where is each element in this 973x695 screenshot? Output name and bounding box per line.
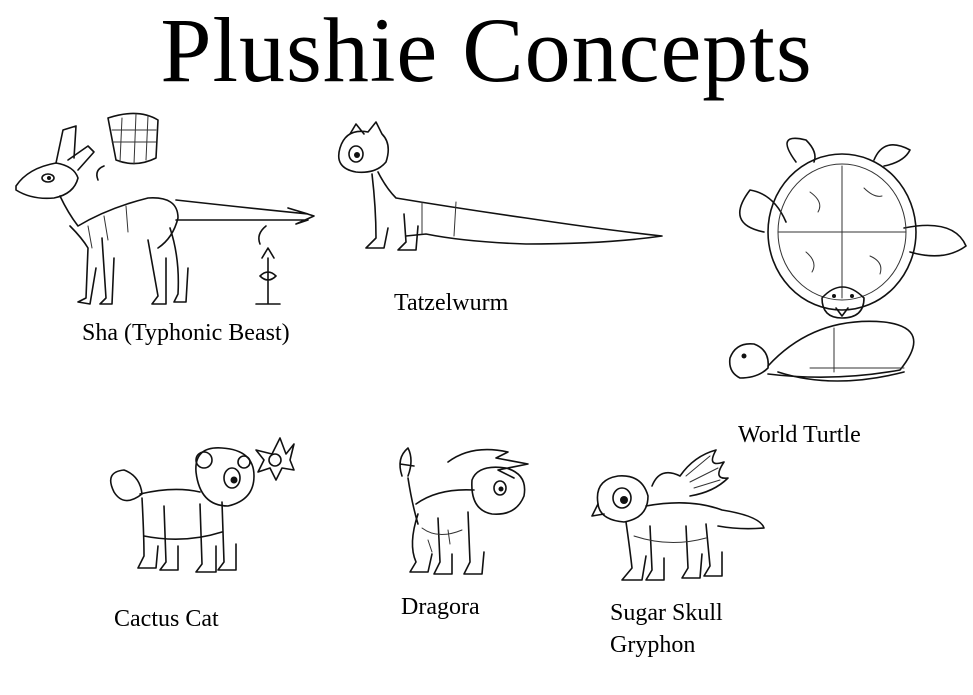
- concept-label-cactus-cat: Cactus Cat: [114, 606, 219, 632]
- concept-label-gryphon-line1: Sugar Skull: [610, 600, 723, 626]
- turtle-sketch: [714, 132, 972, 412]
- concept-label-tatzelwurm: Tatzelwurm: [394, 290, 509, 316]
- concept-label-sha: Sha (Typhonic Beast): [82, 320, 290, 346]
- concept-label-dragora: Dragora: [401, 594, 480, 620]
- dragora-sketch: [388, 444, 538, 584]
- tatzelwurm-sketch: [326, 118, 666, 268]
- concept-label-world-turtle: World Turtle: [738, 422, 861, 448]
- concept-label-gryphon-line2: Gryphon: [610, 632, 696, 658]
- cactus-cat-sketch: [104, 436, 295, 586]
- gryphon-sketch: [590, 446, 766, 588]
- page-title: Plushie Concepts: [160, 0, 813, 101]
- sha-sketch: [8, 108, 328, 318]
